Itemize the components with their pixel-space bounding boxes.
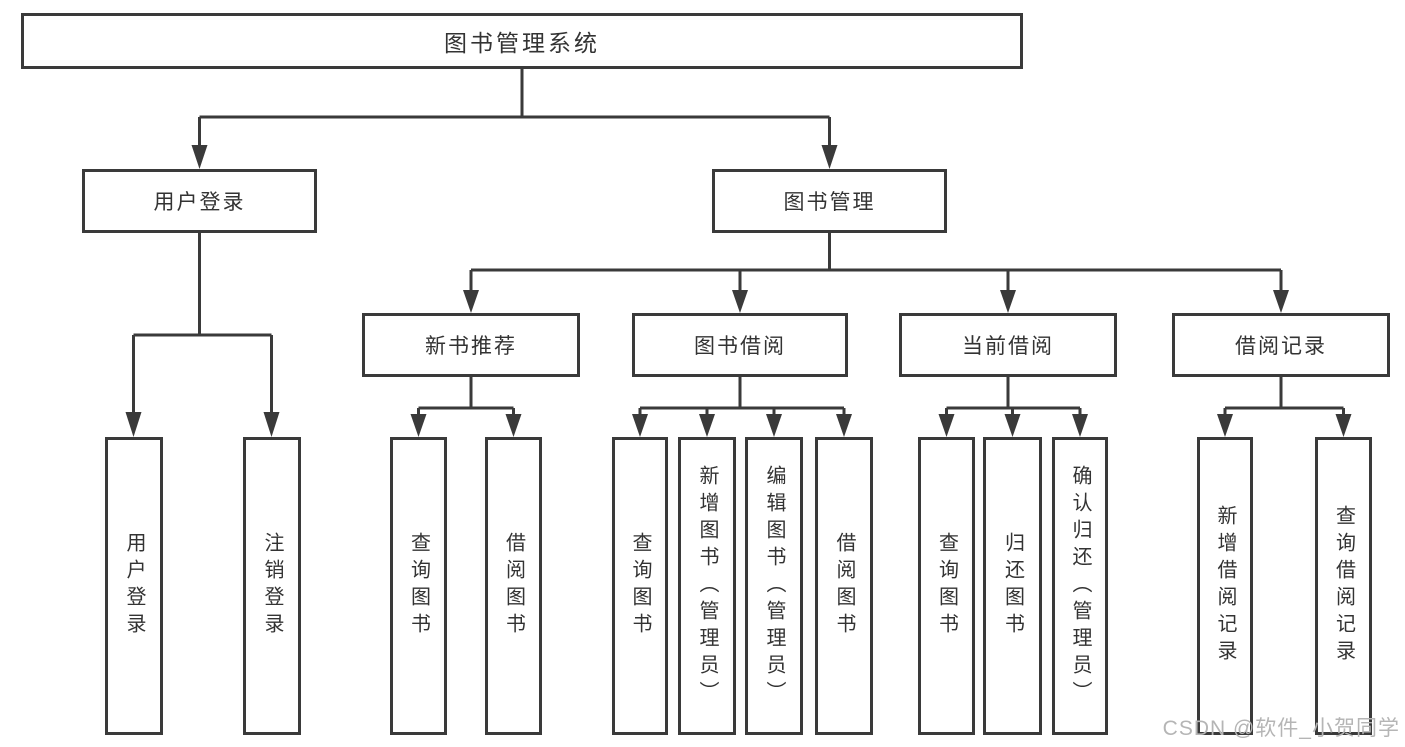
- node-new-book-recommend-label: 新书推荐: [425, 335, 517, 358]
- node-book-management: 图书管理: [712, 169, 947, 233]
- node-borrow-records: 借阅记录: [1172, 313, 1390, 377]
- node-book-borrow-label: 图书借阅: [694, 335, 786, 358]
- node-user-login: 用户登录: [82, 169, 317, 233]
- leaf-query-books-borrow: 查询图书: [612, 437, 668, 735]
- node-current-borrow-label: 当前借阅: [962, 335, 1054, 358]
- leaf-add-borrow-record-label: 新增借阅记录: [1214, 505, 1236, 667]
- leaf-borrow-books-label: 借阅图书: [833, 532, 855, 640]
- leaf-borrow-books-recommend-label: 借阅图书: [502, 532, 525, 640]
- leaf-query-borrow-record-label: 查询借阅记录: [1332, 505, 1355, 667]
- node-root-label: 图书管理系统: [444, 30, 600, 56]
- leaf-user-login: 用户登录: [105, 437, 163, 735]
- leaf-query-books-borrow-label: 查询图书: [629, 532, 651, 640]
- leaf-query-books-current: 查询图书: [918, 437, 975, 735]
- leaf-user-login-label: 用户登录: [123, 532, 145, 640]
- leaf-return-books: 归还图书: [983, 437, 1042, 735]
- csdn-watermark: CSDN @软件_小贺同学: [1162, 717, 1400, 740]
- leaf-query-borrow-record: 查询借阅记录: [1315, 437, 1372, 735]
- leaf-add-books-admin: 新增图书（管理员）: [678, 437, 736, 735]
- node-current-borrow: 当前借阅: [899, 313, 1117, 377]
- node-user-login-label: 用户登录: [153, 191, 246, 214]
- leaf-return-books-label: 归还图书: [1001, 532, 1024, 640]
- leaf-borrow-books-recommend: 借阅图书: [485, 437, 542, 735]
- node-book-borrow: 图书借阅: [632, 313, 848, 377]
- leaf-confirm-return-admin-label: 确认归还（管理员）: [1069, 464, 1091, 708]
- leaf-logout-label: 注销登录: [261, 532, 283, 640]
- node-book-management-label: 图书管理: [783, 191, 876, 214]
- node-borrow-records-label: 借阅记录: [1235, 335, 1327, 358]
- leaf-query-books-recommend: 查询图书: [390, 437, 447, 735]
- leaf-edit-books-admin-label: 编辑图书（管理员）: [763, 464, 785, 708]
- node-new-book-recommend: 新书推荐: [362, 313, 580, 377]
- leaf-borrow-books: 借阅图书: [815, 437, 873, 735]
- leaf-query-books-recommend-label: 查询图书: [407, 532, 430, 640]
- leaf-confirm-return-admin: 确认归还（管理员）: [1052, 437, 1108, 735]
- leaf-add-books-admin-label: 新增图书（管理员）: [696, 464, 718, 708]
- leaf-edit-books-admin: 编辑图书（管理员）: [745, 437, 803, 735]
- leaf-add-borrow-record: 新增借阅记录: [1197, 437, 1253, 735]
- leaf-query-books-current-label: 查询图书: [935, 532, 958, 640]
- leaf-logout: 注销登录: [243, 437, 301, 735]
- node-root-library-system: 图书管理系统: [21, 13, 1023, 69]
